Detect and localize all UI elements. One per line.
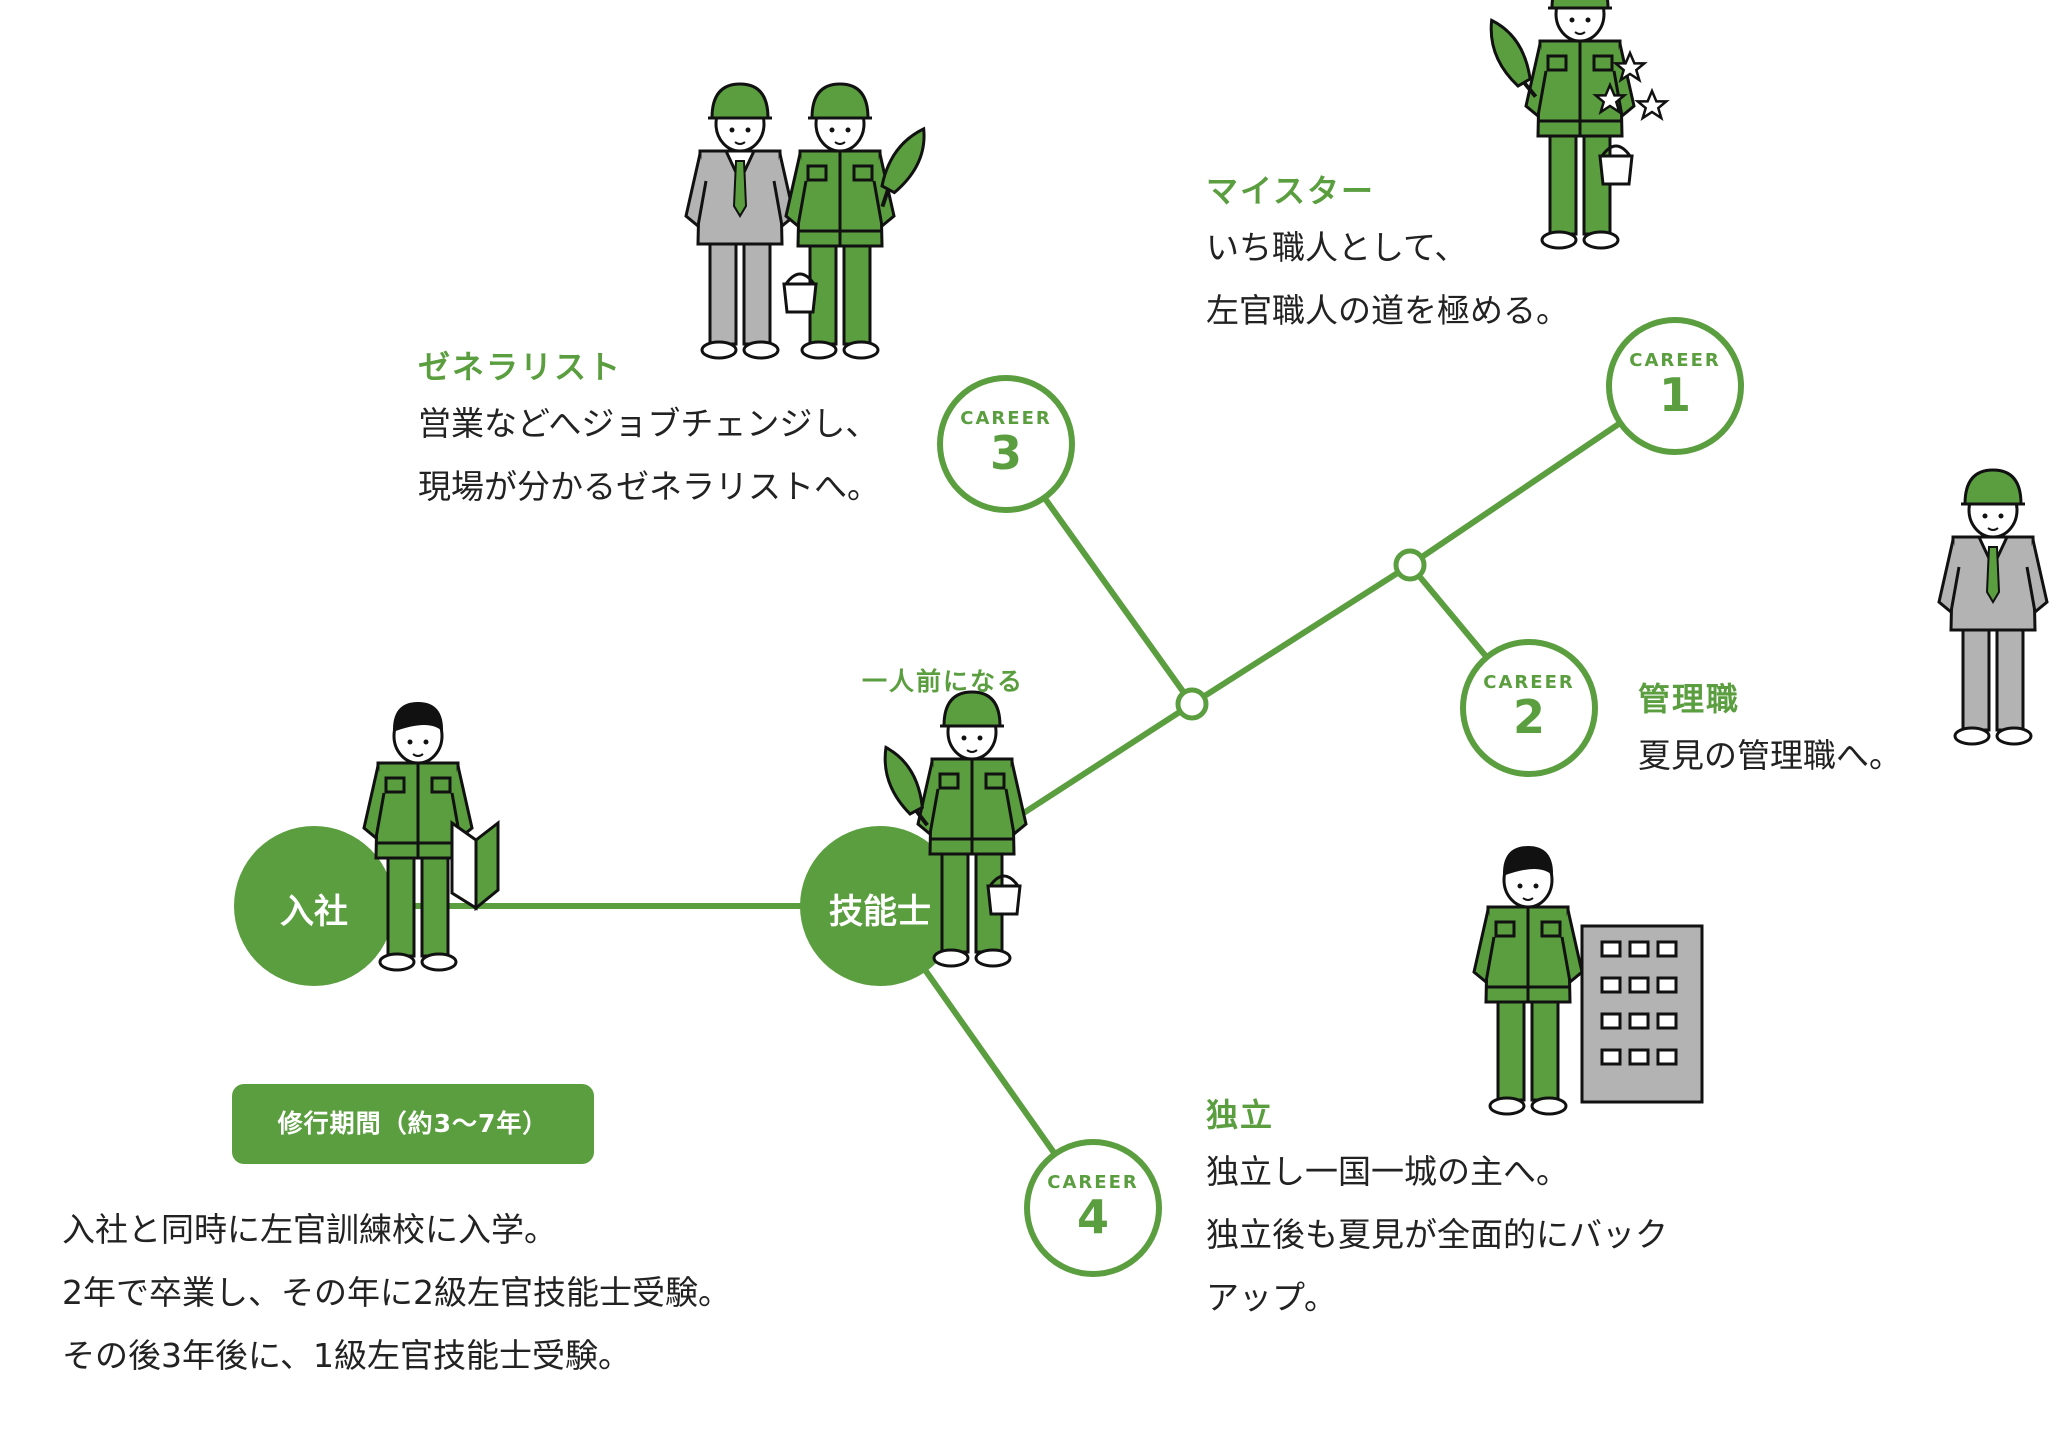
career-3-label: CAREER 3 xyxy=(946,408,1066,477)
career-4-node xyxy=(1024,1139,1162,1277)
career-3-node xyxy=(937,375,1075,513)
career-4-label: CAREER 4 xyxy=(1033,1172,1153,1241)
career-3-description: 営業などへジョブチェンジし、 現場が分かるゼネラリストへ。 xyxy=(418,392,880,518)
training-description: 入社と同時に左官訓練校に入学。 2年で卒業し、その年に2級左官技能士受験。 その… xyxy=(62,1198,731,1387)
career-1-title: マイスター xyxy=(1206,172,1376,210)
description-line: 夏見の管理職へ。 xyxy=(1638,736,1902,775)
career-word: CAREER xyxy=(960,408,1052,429)
description-line: いち職人として、 xyxy=(1206,228,1468,267)
career-2-title: 管理職 xyxy=(1638,680,1741,718)
description-line: その後3年後に、1級左官技能士受験。 xyxy=(62,1336,632,1375)
skilled-caption: 一人前になる xyxy=(862,667,1025,696)
skilled-node xyxy=(800,826,960,986)
career-4-title: 独立 xyxy=(1206,1096,1275,1134)
description-line: 独立後も夏見が全面的にバック xyxy=(1206,1215,1668,1254)
career-2-node xyxy=(1460,639,1598,777)
join-node xyxy=(234,826,394,986)
career-1-label: CAREER 1 xyxy=(1615,350,1735,419)
description-line: 営業などへジョブチェンジし、 xyxy=(418,404,879,443)
career-number: 3 xyxy=(989,426,1022,480)
join-node-label: 入社 xyxy=(280,892,348,932)
skilled-node-label: 技能士 xyxy=(829,892,931,932)
career-number: 1 xyxy=(1658,368,1691,422)
career-2-label: CAREER 2 xyxy=(1469,672,1589,741)
description-line: 入社と同時に左官訓練校に入学。 xyxy=(62,1210,557,1249)
career-2-description: 夏見の管理職へ。 xyxy=(1638,724,1902,787)
career-1-node xyxy=(1606,317,1744,455)
branch-junction-dot xyxy=(1175,687,1209,721)
career-word: CAREER xyxy=(1629,350,1721,371)
career-1-description: いち職人として、 左官職人の道を極める。 xyxy=(1206,216,1569,342)
career-4-description: 独立し一国一城の主へ。 独立後も夏見が全面的にバック アップ。 xyxy=(1206,1140,1668,1329)
building-icon xyxy=(1580,924,1704,1104)
career-number: 4 xyxy=(1076,1190,1109,1244)
training-period-badge: 修行期間（約3〜7年） xyxy=(232,1084,594,1164)
description-line: 現場が分かるゼネラリストへ。 xyxy=(418,467,880,506)
description-line: 左官職人の道を極める。 xyxy=(1206,291,1569,330)
career-number: 2 xyxy=(1512,690,1545,744)
worker-with-building-icon xyxy=(1472,844,1704,1116)
manager-in-suit-icon xyxy=(1937,468,2049,746)
businessman-and-worker-icon xyxy=(684,82,934,360)
career-3-title: ゼネラリスト xyxy=(418,348,623,386)
worker-with-stars-icon xyxy=(1477,0,1668,250)
line-branch-junction2 xyxy=(1190,562,1412,707)
branch-junction-dot xyxy=(1393,548,1427,582)
career-word: CAREER xyxy=(1047,1172,1139,1193)
career-word: CAREER xyxy=(1483,672,1575,693)
description-line: 独立し一国一城の主へ。 xyxy=(1206,1152,1569,1191)
description-line: アップ。 xyxy=(1206,1278,1338,1317)
worker-with-beginner-mark-icon xyxy=(362,700,500,972)
description-line: 2年で卒業し、その年に2級左官技能士受験。 xyxy=(62,1273,731,1312)
